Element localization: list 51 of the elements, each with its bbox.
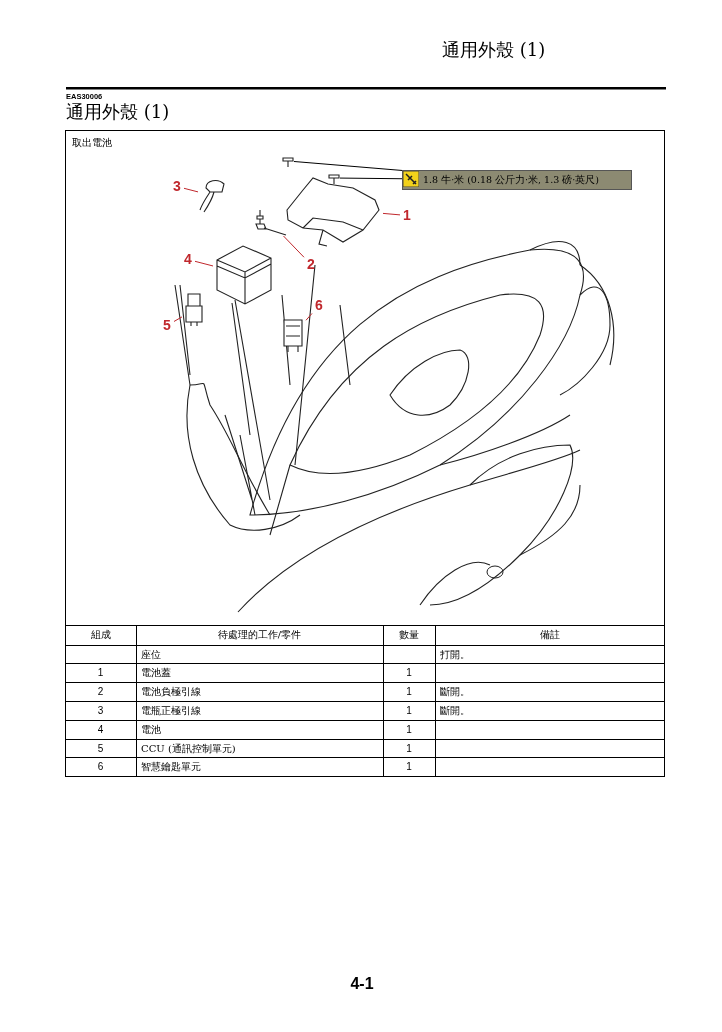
quantity: 1	[405, 741, 413, 756]
part-number: 2	[96, 684, 105, 699]
figure-caption: 取出電池	[72, 136, 113, 150]
leader-line	[293, 161, 403, 171]
remark-text: 斷開。	[440, 684, 470, 699]
leader-line	[194, 260, 214, 267]
header-text: 組成	[89, 627, 112, 642]
part-name: 電池	[141, 722, 161, 737]
part-number: 6	[96, 759, 105, 774]
callout-number: 5	[160, 317, 174, 334]
remark-text: 斷開。	[440, 703, 470, 718]
part-name: CCU (通訊控制單元)	[141, 741, 236, 756]
quantity: 1	[405, 703, 413, 718]
negative-lead-drawing	[252, 208, 288, 236]
torque-value: 1.8 牛·米 (0.18 公斤力·米, 1.3 磅·英尺)	[423, 174, 599, 186]
running-header: 通用外殼 (1)	[442, 38, 547, 62]
bolt-drawing	[282, 155, 294, 167]
header-text: 備註	[538, 627, 561, 642]
part-number: 1	[96, 665, 105, 680]
torque-spec-panel	[402, 170, 632, 190]
leader-line	[339, 177, 403, 180]
leader-line	[173, 316, 183, 322]
callout-number: 4	[181, 251, 195, 268]
callout-number: 6	[312, 297, 326, 314]
part-number: 4	[96, 722, 105, 737]
quantity: 1	[405, 684, 413, 699]
callout-number: 2	[304, 256, 318, 273]
remark-text: 打開。	[440, 647, 470, 662]
callout-number: 3	[170, 178, 184, 195]
part-name: 電池蓋	[141, 665, 171, 680]
leader-line	[283, 235, 305, 258]
bolt-drawing	[328, 172, 340, 184]
quantity: 1	[405, 665, 413, 680]
part-number: 3	[96, 703, 105, 718]
leader-line	[382, 212, 401, 216]
leader-line	[305, 312, 313, 321]
smart-key-unit-drawing	[280, 316, 306, 354]
part-name: 電池負極引線	[141, 684, 201, 699]
quantity: 1	[405, 759, 413, 774]
part-name: 電瓶正極引線	[141, 703, 201, 718]
section-title: 通用外殼 (1)	[66, 101, 170, 123]
part-number: 5	[96, 741, 105, 756]
quantity: 1	[405, 722, 413, 737]
header-text: 數量	[398, 627, 420, 642]
part-name: 座位	[141, 647, 161, 662]
page-number: 4-1	[349, 975, 375, 993]
header-text: 待處理的工作/零件	[216, 627, 303, 642]
callout-number: 1	[400, 207, 414, 224]
ccu-drawing	[182, 292, 206, 328]
part-name: 智慧鑰匙單元	[141, 759, 201, 774]
leader-line	[183, 187, 199, 193]
